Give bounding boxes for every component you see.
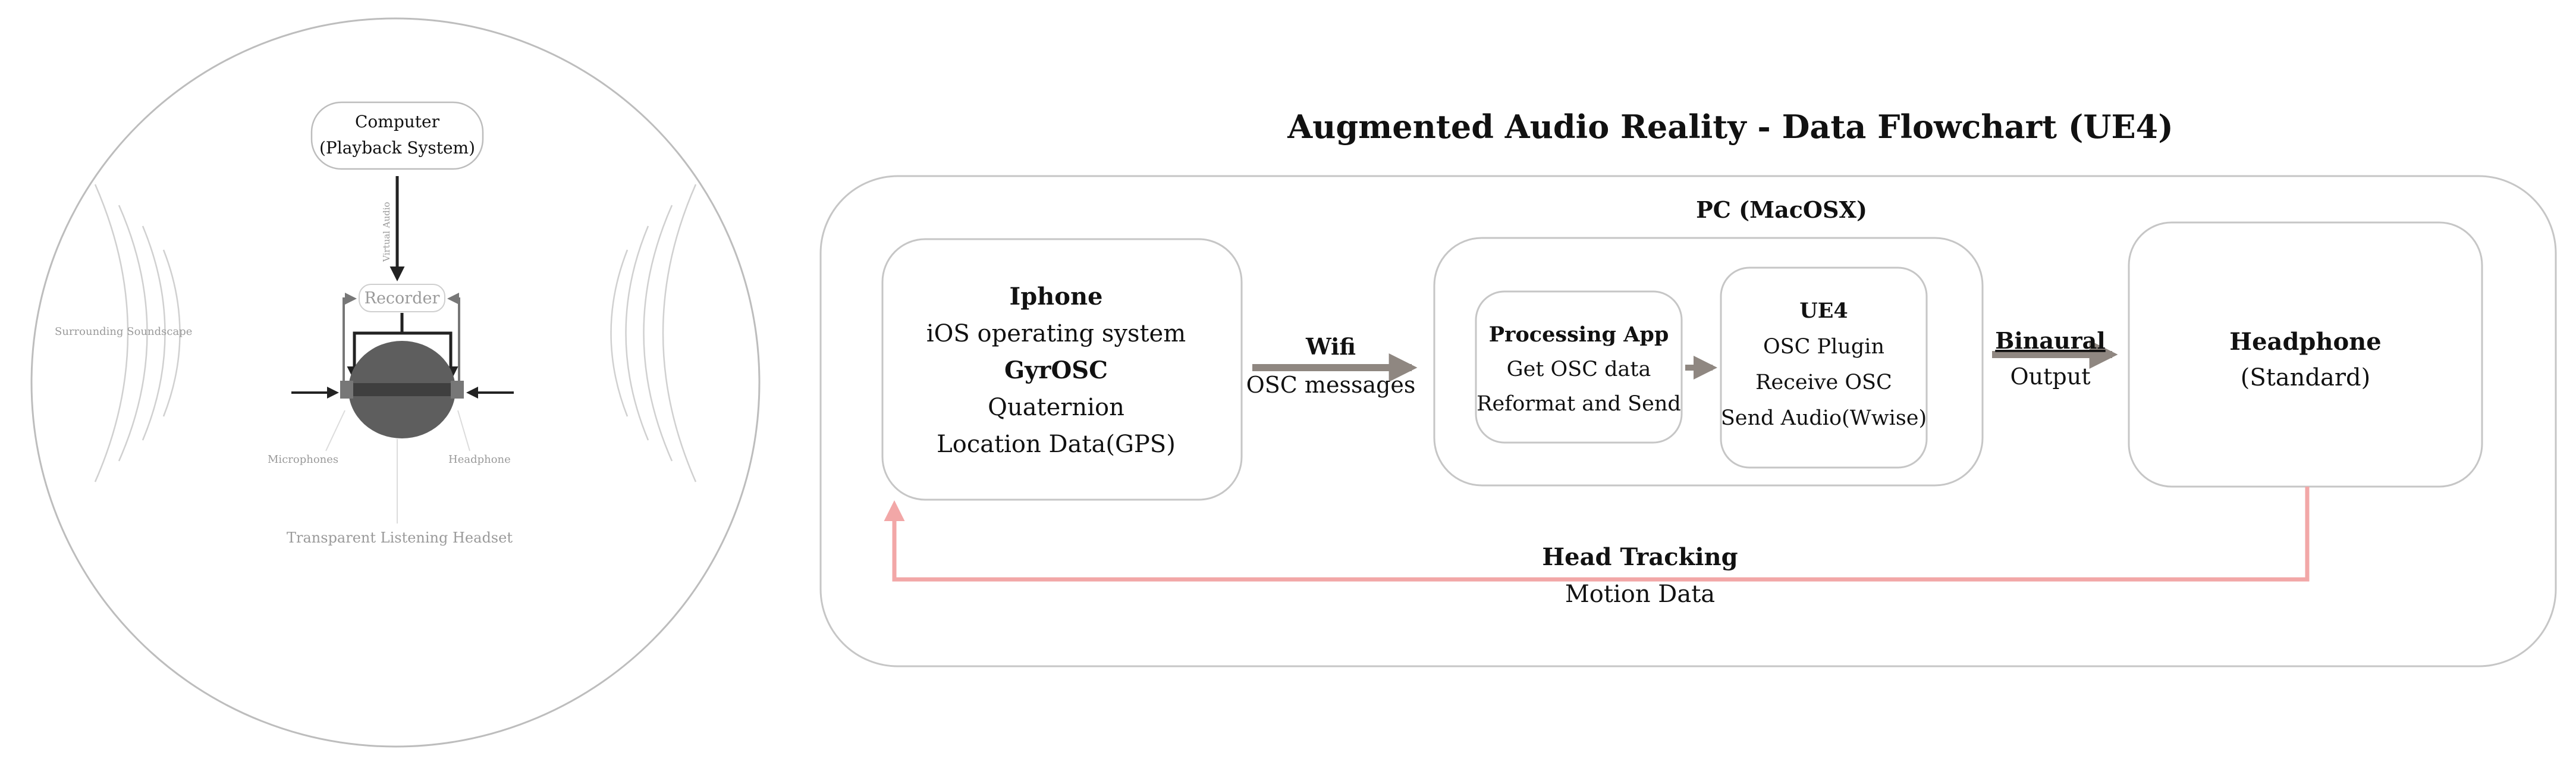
computer-sublabel: (Playback System) bbox=[319, 138, 475, 158]
processing-app-title: Processing App bbox=[1489, 322, 1669, 347]
left-sound-waves bbox=[94, 184, 181, 482]
headphone-sublabel: (Standard) bbox=[2241, 364, 2370, 391]
left-earcup bbox=[340, 381, 353, 399]
iphone-line4: Location Data(GPS) bbox=[937, 431, 1176, 458]
virtual-audio-label: Virtual Audio bbox=[381, 202, 392, 262]
iphone-line1: iOS operating system bbox=[926, 320, 1186, 347]
headphone-label: Headphone bbox=[448, 453, 511, 466]
microphones-pointer bbox=[325, 410, 345, 452]
headphone-title: Headphone bbox=[2229, 328, 2381, 356]
head-top-bump bbox=[381, 342, 423, 351]
ue4-line3: Send Audio(Wwise) bbox=[1721, 406, 1927, 430]
computer-node bbox=[310, 101, 484, 170]
ue4-line2: Receive OSC bbox=[1755, 371, 1892, 394]
wifi-label: Wifi bbox=[1305, 333, 1356, 360]
head-tracking-arrow bbox=[884, 487, 2310, 582]
head-tracking-label: Head Tracking bbox=[1542, 543, 1738, 571]
headphone-pointer bbox=[457, 410, 470, 452]
processing-app-line1: Get OSC data bbox=[1507, 358, 1651, 381]
ue4-box bbox=[1720, 267, 1928, 469]
right-sound-waves bbox=[610, 184, 697, 482]
iphone-line2: GyrOSC bbox=[1004, 356, 1108, 384]
iphone-box bbox=[881, 238, 1243, 501]
ue4-title: UE4 bbox=[1799, 299, 1848, 323]
recorder-label: Recorder bbox=[365, 289, 440, 308]
processing-app-line2: Reformat and Send bbox=[1477, 392, 1681, 416]
iphone-title: Iphone bbox=[1010, 283, 1103, 311]
headset-label: Transparent Listening Headset bbox=[287, 529, 513, 546]
recorder-node bbox=[359, 284, 445, 312]
left-mic-to-recorder-arrow bbox=[343, 293, 357, 381]
ue4-line1: OSC Plugin bbox=[1763, 335, 1884, 359]
computer-label: Computer bbox=[355, 112, 440, 131]
head-tracking-sublabel: Motion Data bbox=[1565, 581, 1715, 608]
recorder-to-headphones-arrow bbox=[347, 313, 404, 381]
binaural-sublabel: Output bbox=[2010, 363, 2091, 390]
microphones-label: Microphones bbox=[268, 453, 338, 466]
right-earcup bbox=[451, 381, 464, 399]
headband bbox=[343, 383, 461, 396]
binaural-label: Binaural bbox=[1995, 327, 2106, 354]
listening-scene: Computer (Playback System) Virtual Audio… bbox=[30, 17, 761, 748]
recorder-to-headphones-arrow-right bbox=[402, 331, 458, 381]
processing-app-box bbox=[1475, 290, 1683, 444]
scene-circle bbox=[30, 17, 761, 748]
wifi-sublabel: OSC messages bbox=[1246, 372, 1416, 398]
data-flowchart: Augmented Audio Reality - Data Flowchart… bbox=[819, 108, 2557, 667]
pc-label: PC (MacOSX) bbox=[1696, 196, 1867, 223]
iphone-line3: Quaternion bbox=[988, 394, 1124, 421]
surrounding-soundscape-label: Surrounding Soundscape bbox=[55, 325, 192, 338]
flowchart-title: Augmented Audio Reality - Data Flowchart… bbox=[1287, 108, 2173, 146]
right-mic-to-recorder-arrow bbox=[447, 293, 460, 381]
